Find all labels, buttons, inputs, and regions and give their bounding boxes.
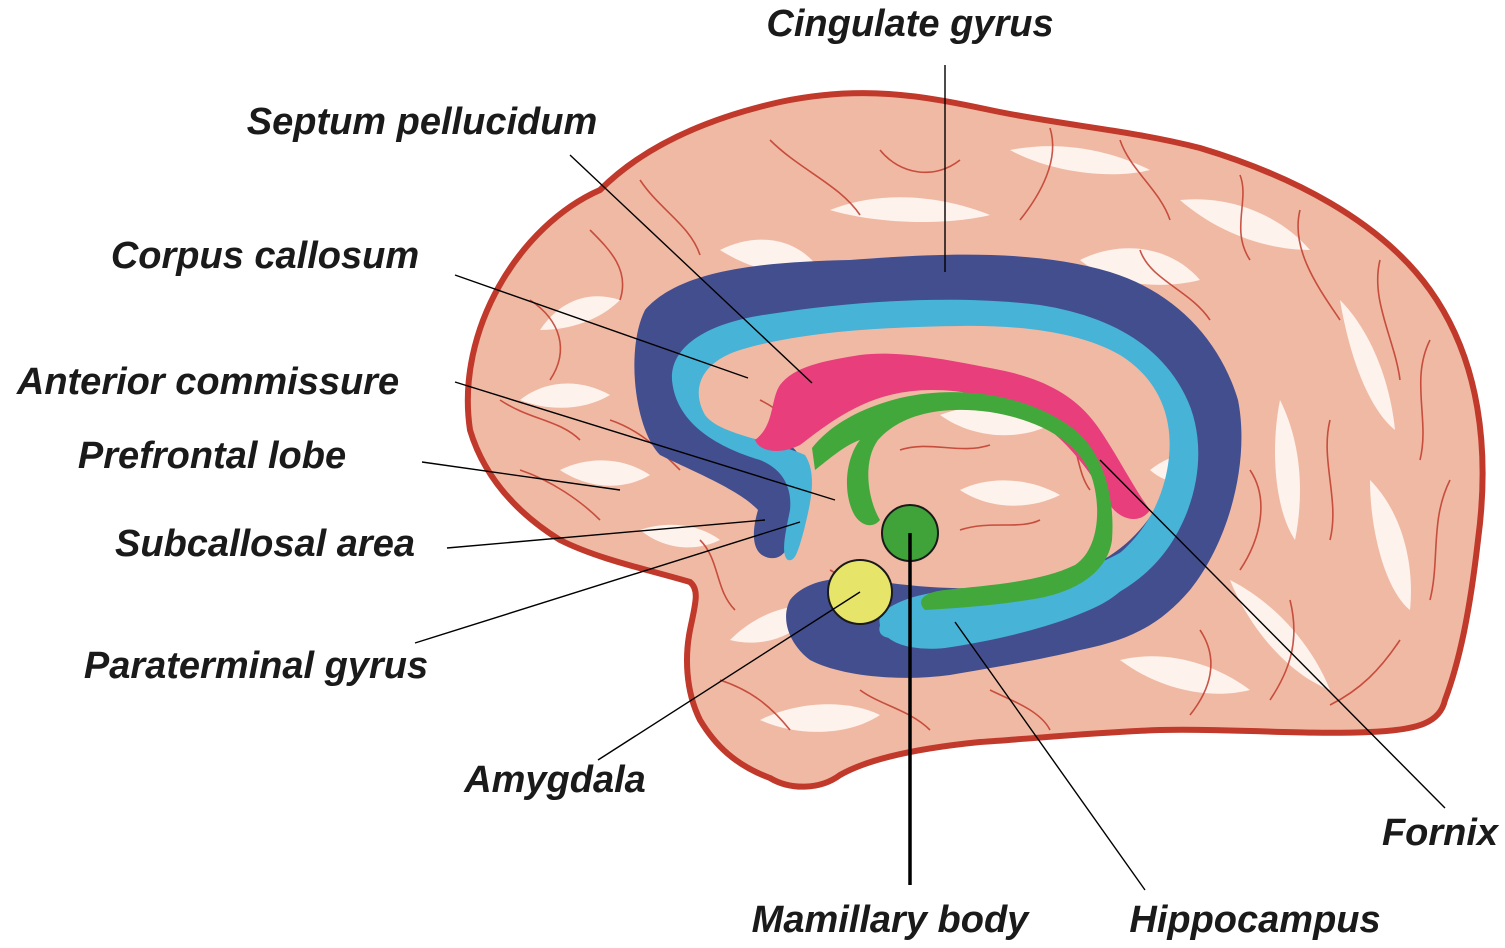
septum-pellucidum-region bbox=[755, 353, 1150, 520]
leader-lines bbox=[414, 65, 1446, 891]
label-anterior-commissure: Anterior commissure bbox=[16, 361, 399, 403]
leader-prefrontal-lobe bbox=[421, 461, 621, 491]
label-prefrontal-lobe: Prefrontal lobe bbox=[78, 435, 346, 477]
label-subcallosal-area: Subcallosal area bbox=[115, 523, 415, 565]
brain-hemisphere bbox=[464, 90, 1486, 790]
corpus-callosum-region bbox=[671, 299, 1199, 639]
leader-fornix bbox=[1099, 459, 1446, 809]
leader-amygdala bbox=[597, 591, 861, 761]
leader-anterior-commissure bbox=[454, 381, 836, 501]
label-hippocampus: Hippocampus bbox=[1129, 899, 1380, 941]
label-amygdala: Amygdala bbox=[463, 759, 646, 801]
gyri-highlights bbox=[520, 146, 1411, 732]
leader-hippocampus bbox=[954, 621, 1146, 891]
label-mamillary-body: Mamillary body bbox=[752, 899, 1030, 941]
label-paraterminal-gyrus: Paraterminal gyrus bbox=[84, 645, 428, 687]
leader-corpus-callosum bbox=[454, 274, 749, 379]
labels: Cingulate gyrus Septum pellucidum Corpus… bbox=[16, 3, 1500, 941]
label-cingulate-gyrus: Cingulate gyrus bbox=[766, 3, 1053, 45]
leader-paraterminal-gyrus bbox=[414, 521, 801, 644]
label-septum-pellucidum: Septum pellucidum bbox=[247, 101, 597, 143]
leader-subcallosal-area bbox=[446, 519, 766, 549]
label-fornix: Fornix bbox=[1382, 812, 1500, 854]
label-corpus-callosum: Corpus callosum bbox=[111, 235, 419, 277]
leader-septum-pellucidum bbox=[569, 154, 813, 384]
